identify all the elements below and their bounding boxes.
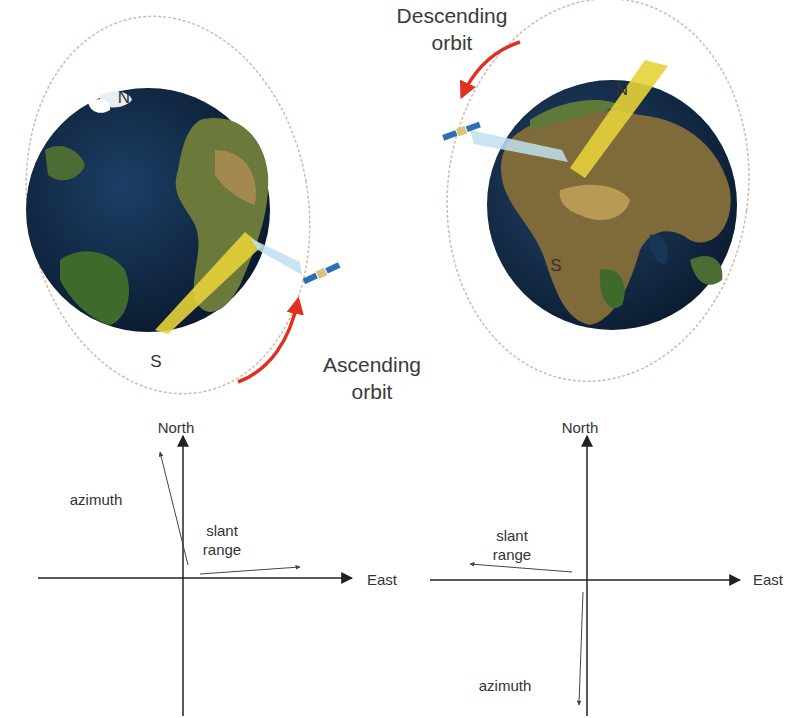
pole-label: S [550, 255, 561, 277]
vector-label: slant range [197, 521, 247, 560]
vector-label: slant range [487, 526, 537, 565]
pole-label: S [150, 351, 161, 373]
vector-label: azimuth [70, 490, 123, 510]
orbit-label: Descending orbit [387, 2, 517, 57]
pole-label: N [118, 87, 130, 109]
axis-label: East [367, 570, 397, 590]
orbit-label: Ascending orbit [312, 351, 432, 406]
pole-label: N [616, 79, 628, 101]
axis-label: North [158, 418, 195, 438]
vector-label: azimuth [479, 676, 532, 696]
axis-label: North [562, 418, 599, 438]
axis-label: East [753, 570, 783, 590]
